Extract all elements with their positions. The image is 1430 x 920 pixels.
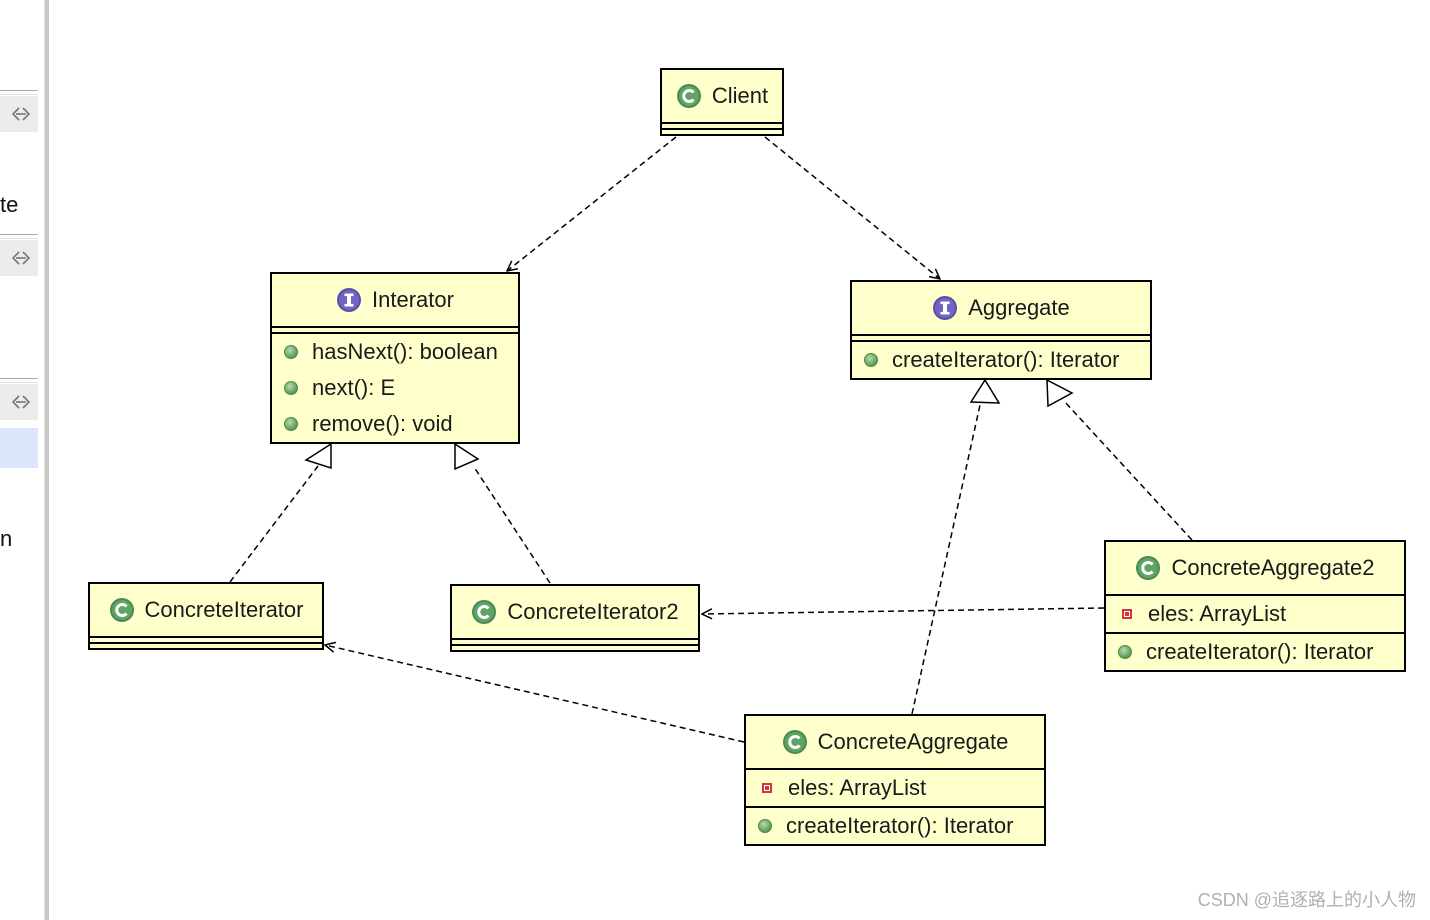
method-row[interactable]: createIterator(): Iterator xyxy=(1106,634,1404,670)
method-signature: hasNext(): boolean xyxy=(312,339,498,364)
class-icon xyxy=(109,598,134,622)
interface-name: Interator xyxy=(372,287,454,312)
interface-aggregate[interactable]: Aggregate createIterator(): Iterator xyxy=(850,280,1152,380)
class-concrete-aggregate2[interactable]: ConcreteAggregate2 eles: ArrayList creat… xyxy=(1104,540,1406,672)
compartment-divider xyxy=(746,806,1044,808)
palette-divider xyxy=(0,378,38,383)
watermark: CSDN @追逐路上的小人物 xyxy=(1197,890,1416,910)
palette-collapse-toggle-3[interactable] xyxy=(0,384,38,420)
class-name: Client xyxy=(711,83,769,108)
private-field-icon xyxy=(1122,609,1132,619)
interface-interator[interactable]: Interator hasNext(): boolean next(): E r… xyxy=(270,272,520,444)
method-signature: remove(): void xyxy=(312,411,453,436)
class-icon xyxy=(472,600,497,624)
interface-icon xyxy=(337,288,362,312)
class-concrete-aggregate[interactable]: ConcreteAggregate eles: ArrayList create… xyxy=(744,714,1046,846)
class-concrete-iterator[interactable]: ConcreteIterator xyxy=(88,582,324,650)
palette-divider xyxy=(0,90,38,95)
class-name: ConcreteAggregate xyxy=(817,729,1009,754)
method-row[interactable]: hasNext(): boolean xyxy=(272,334,518,370)
drawer-toggle-icon xyxy=(11,107,31,121)
field-signature: eles: ArrayList xyxy=(1148,601,1287,626)
dependency-client-aggregate xyxy=(764,136,940,279)
method-signature: createIterator(): Iterator xyxy=(786,813,1014,838)
left-palette: te n xyxy=(0,0,44,920)
class-concrete-iterator2[interactable]: ConcreteIterator2 xyxy=(450,584,700,652)
class-name: ConcreteIterator xyxy=(144,597,304,622)
compartment-divider xyxy=(662,122,782,130)
realization-concreteiterator2-interator xyxy=(473,466,551,584)
palette-collapse-toggle-2[interactable] xyxy=(0,240,38,276)
public-method-icon xyxy=(284,345,298,359)
interface-name: Aggregate xyxy=(968,295,1070,320)
class-icon xyxy=(1136,556,1161,580)
field-row[interactable]: eles: ArrayList xyxy=(746,770,1044,806)
realization-arrowhead xyxy=(1046,378,1074,408)
method-signature: next(): E xyxy=(312,375,396,400)
class-name: ConcreteAggregate2 xyxy=(1171,555,1375,580)
compartment-divider xyxy=(1106,632,1404,634)
compartment-divider xyxy=(1106,594,1404,596)
drawer-toggle-icon xyxy=(11,395,31,409)
field-signature: eles: ArrayList xyxy=(788,775,927,800)
class-icon xyxy=(782,730,807,754)
method-row[interactable]: next(): E xyxy=(272,370,518,406)
dependency-concreteaggregate-concreteiterator xyxy=(325,645,745,743)
class-icon xyxy=(676,84,701,108)
method-row[interactable]: createIterator(): Iterator xyxy=(746,808,1044,844)
compartment-divider xyxy=(90,636,322,644)
interface-icon xyxy=(933,296,958,320)
public-method-icon xyxy=(864,353,878,367)
compartment-divider xyxy=(852,334,1150,342)
sidebar-splitter[interactable] xyxy=(44,0,49,920)
public-method-icon xyxy=(1118,645,1132,659)
palette-item-label-partial: te xyxy=(0,192,19,217)
palette-item-label-partial: n xyxy=(0,526,13,551)
class-client[interactable]: Client xyxy=(660,68,784,136)
method-signature: createIterator(): Iterator xyxy=(892,347,1120,372)
compartment-divider xyxy=(452,638,698,646)
dependency-concreteaggregate2-concreteiterator2 xyxy=(702,607,1105,614)
realization-concreteaggregate2-aggregate xyxy=(1063,400,1193,541)
compartment-divider xyxy=(746,768,1044,770)
realization-arrowhead xyxy=(969,378,1001,404)
class-name: ConcreteIterator2 xyxy=(507,599,679,624)
realization-concreteiterator-interator xyxy=(229,465,319,583)
compartment-divider xyxy=(272,326,518,334)
public-method-icon xyxy=(284,417,298,431)
drawer-toggle-icon xyxy=(11,251,31,265)
public-method-icon xyxy=(758,819,772,833)
palette-selected-item[interactable] xyxy=(0,428,38,468)
method-row[interactable]: createIterator(): Iterator xyxy=(852,342,1150,378)
method-row[interactable]: remove(): void xyxy=(272,406,518,442)
palette-divider xyxy=(0,234,38,239)
public-method-icon xyxy=(284,381,298,395)
realization-arrowhead xyxy=(304,442,332,470)
realization-concreteaggregate-aggregate xyxy=(911,404,981,715)
private-field-icon xyxy=(762,783,772,793)
dependency-client-interator xyxy=(507,136,677,271)
field-row[interactable]: eles: ArrayList xyxy=(1106,596,1404,632)
method-signature: createIterator(): Iterator xyxy=(1146,639,1374,664)
palette-collapse-toggle-1[interactable] xyxy=(0,96,38,132)
realization-arrowhead xyxy=(454,442,480,471)
